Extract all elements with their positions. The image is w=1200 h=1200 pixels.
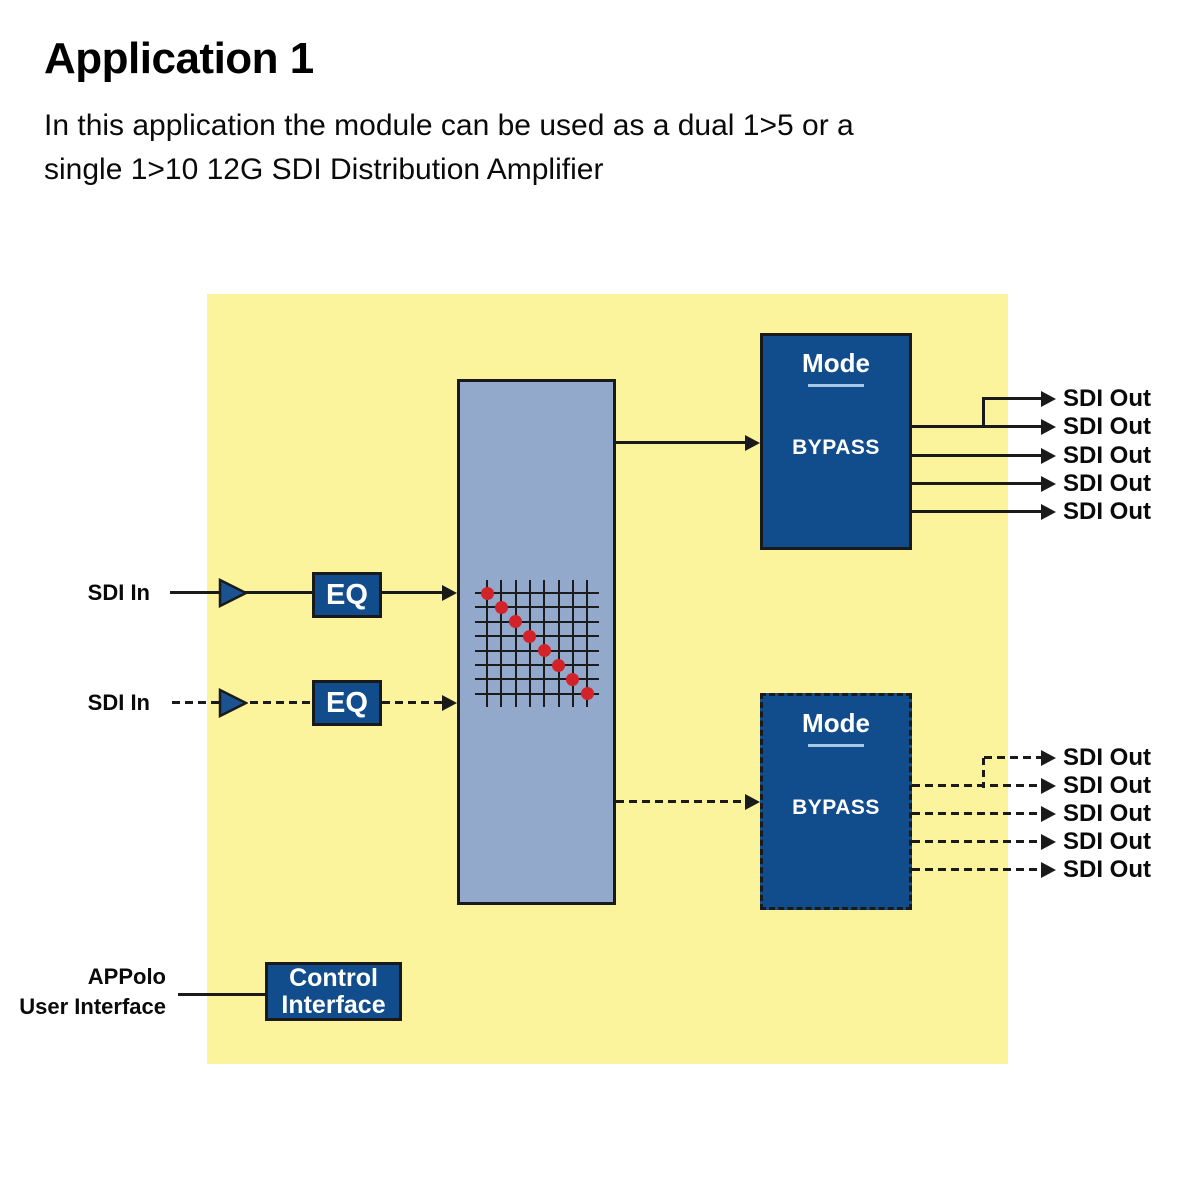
sdi-out-label: SDI Out	[1063, 800, 1151, 827]
out-bottom-line-5	[912, 868, 1041, 871]
mode-box-2-title: Mode	[802, 708, 870, 738]
arrowhead-icon	[1041, 750, 1056, 766]
out-top-branch-line	[982, 397, 985, 428]
matrix-grid-row-line	[475, 649, 599, 652]
mode-underline	[808, 384, 864, 387]
eq-box-2: EQ	[312, 680, 382, 726]
matrix-grid-row-line	[475, 592, 599, 594]
control-box-line-2: Interface	[281, 990, 386, 1019]
matrix-grid-col-line	[543, 580, 546, 707]
sdi-out-label: SDI Out	[1063, 856, 1151, 883]
subtitle-line-2: single 1>10 12G SDI Distribution Amplifi…	[44, 153, 604, 186]
arrowhead-icon	[1041, 448, 1056, 464]
subtitle-line-1: In this application the module can be us…	[44, 109, 854, 142]
crosspoint-dot	[494, 600, 508, 614]
mode-underline	[808, 744, 864, 747]
out-bottom-line-4	[912, 840, 1041, 843]
page-subtitle: In this application the module can be us…	[44, 104, 1044, 192]
appolo-label-line-1: APPolo	[87, 964, 166, 989]
buffer-amp-icon	[218, 688, 248, 718]
buffer-amp-icon	[218, 578, 248, 608]
out-top-line-3	[912, 454, 1041, 457]
arrowhead-icon	[442, 695, 457, 711]
matrix-grid-col-line	[486, 580, 488, 707]
matrix-grid-col-line	[528, 580, 531, 707]
matrix-grid-col-line	[586, 580, 589, 707]
mode-box-1: Mode BYPASS	[760, 333, 912, 550]
crosspoint-dot	[509, 615, 523, 629]
sdi-out-label: SDI Out	[1063, 385, 1151, 412]
matrix-grid-row-line	[475, 692, 599, 695]
sdi-out-label: SDI Out	[1063, 498, 1151, 525]
control-interface-box: Control Interface	[265, 962, 402, 1021]
arrowhead-icon	[1041, 862, 1056, 878]
arrowhead-icon	[745, 794, 760, 810]
matrix-to-mode1-line	[616, 441, 746, 444]
matrix-to-mode2-line	[616, 800, 746, 803]
arrowhead-icon	[1041, 391, 1056, 407]
out-bottom-line-2	[912, 784, 1041, 787]
out-bottom-line-3	[912, 812, 1041, 815]
matrix-grid-col-line	[514, 580, 517, 707]
out-top-line-1	[984, 397, 1041, 400]
sdi-out-label: SDI Out	[1063, 413, 1151, 440]
mode-box-2: Mode BYPASS	[760, 693, 912, 910]
crosspoint-dot	[580, 687, 594, 701]
mode-box-1-mode: BYPASS	[792, 436, 880, 459]
matrix-grid-col-line	[557, 580, 560, 707]
matrix-grid-row-line	[475, 620, 599, 623]
arrowhead-icon	[1041, 504, 1056, 520]
arrowhead-icon	[1041, 834, 1056, 850]
matrix-grid-row-line	[475, 635, 599, 638]
arrowhead-icon	[1041, 419, 1056, 435]
crosspoint-matrix	[457, 379, 616, 905]
control-connector-line	[178, 993, 266, 996]
sdi-in-label-1: SDI In	[87, 580, 150, 605]
crosspoint-dot	[523, 629, 537, 643]
out-top-line-2	[912, 425, 1041, 428]
sdi-out-label: SDI Out	[1063, 744, 1151, 771]
matrix-grid-col-line	[500, 580, 503, 707]
crosspoint-dot	[552, 658, 566, 672]
appolo-user-interface-label: APPolo User Interface	[0, 962, 166, 1022]
sdi-out-label: SDI Out	[1063, 828, 1151, 855]
arrowhead-icon	[1041, 806, 1056, 822]
arrowhead-icon	[1041, 476, 1056, 492]
out-bottom-branch-line	[982, 758, 985, 788]
out-top-line-5	[912, 510, 1041, 513]
sdi-in-2-line-b	[382, 701, 442, 704]
sdi-out-label: SDI Out	[1063, 772, 1151, 799]
arrowhead-icon	[442, 585, 457, 601]
sdi-in-label-2: SDI In	[87, 690, 150, 715]
arrowhead-icon	[745, 435, 760, 451]
eq-box-1: EQ	[312, 572, 382, 618]
out-top-line-4	[912, 482, 1041, 485]
crosspoint-dot	[537, 644, 551, 658]
control-box-line-1: Control	[289, 963, 378, 992]
appolo-label-line-2: User Interface	[19, 994, 166, 1019]
out-bottom-line-1	[984, 756, 1041, 759]
matrix-grid-row-line	[475, 664, 599, 666]
matrix-grid-row-line	[475, 606, 599, 609]
crosspoint-dot	[480, 586, 494, 600]
sdi-in-1-line-b	[382, 591, 442, 594]
crosspoint-dot	[566, 672, 580, 686]
matrix-grid-row-line	[475, 678, 599, 681]
mode-box-1-title: Mode	[802, 348, 870, 378]
sdi-out-label: SDI Out	[1063, 470, 1151, 497]
arrowhead-icon	[1041, 778, 1056, 794]
matrix-grid-col-line	[571, 580, 574, 707]
page-title: Application 1	[44, 34, 314, 83]
sdi-out-label: SDI Out	[1063, 442, 1151, 469]
mode-box-2-mode: BYPASS	[792, 796, 880, 819]
